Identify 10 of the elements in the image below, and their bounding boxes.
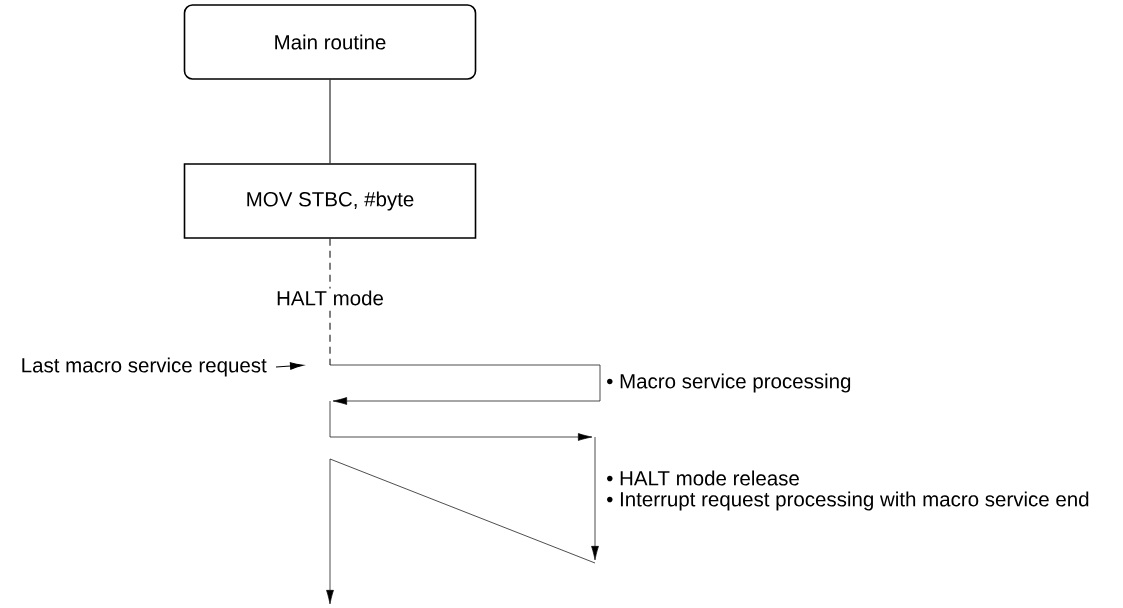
- routine-box: Main routine: [183, 4, 477, 80]
- note-text: • HALT mode release: [607, 470, 799, 486]
- note-text: • Macro service processing: [607, 373, 851, 393]
- note-text: • Interrupt request processing with macro service end: [607, 491, 1089, 511]
- request-label: Last macro service request: [22, 357, 267, 377]
- arrow: [275, 362, 304, 370]
- connector-line: [329, 238, 331, 366]
- connector-line: [329, 79, 331, 164]
- instruction-box: MOV STBC, #byte: [183, 163, 477, 239]
- edge-label: HALT mode: [274, 288, 386, 308]
